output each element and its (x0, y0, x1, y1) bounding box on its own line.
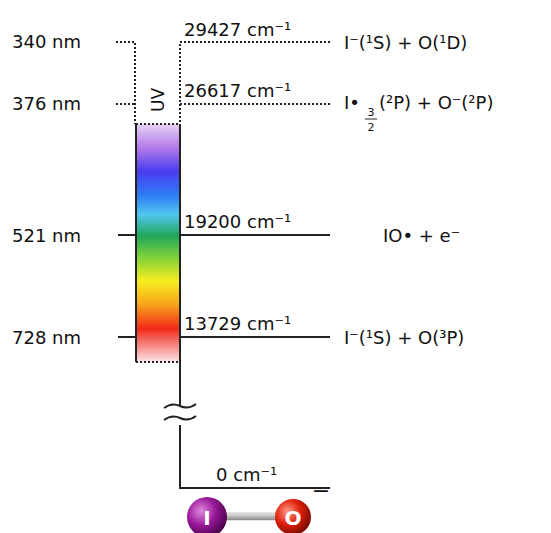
wavelength-label: 728 nm (12, 329, 81, 347)
state-label: I• (344, 94, 360, 112)
state-label: I⁻(¹S) + O(³P) (344, 329, 464, 347)
wavelength-label: 340 nm (12, 33, 81, 51)
energy-label: 26617 cm⁻¹ (184, 82, 291, 100)
io-molecule (187, 497, 311, 533)
spectrum-bar (136, 124, 180, 362)
energy-label: 0 cm⁻¹ (216, 466, 277, 484)
charge-label: − (312, 480, 330, 502)
atom-label: I (203, 508, 210, 528)
fraction-denominator: 2 (368, 122, 375, 133)
region-label: UV (150, 88, 167, 112)
wavelength-label: 521 nm (12, 227, 81, 245)
uv-dotted-lines (116, 42, 330, 362)
energy-label: 19200 cm⁻¹ (184, 213, 291, 231)
fraction-numerator: 3 (368, 107, 375, 118)
wavelength-label: 376 nm (12, 95, 81, 113)
energy-label: 13729 cm⁻¹ (184, 315, 291, 333)
state-label: IO• + e⁻ (383, 227, 460, 245)
level-lines (118, 124, 330, 488)
atom-label: O (284, 508, 301, 528)
fraction-bar (365, 119, 377, 120)
energy-label: 29427 cm⁻¹ (184, 21, 291, 39)
state-label: I⁻(¹S) + O(¹D) (344, 34, 467, 52)
state-label: (²P) + O⁻(²P) (379, 94, 493, 112)
